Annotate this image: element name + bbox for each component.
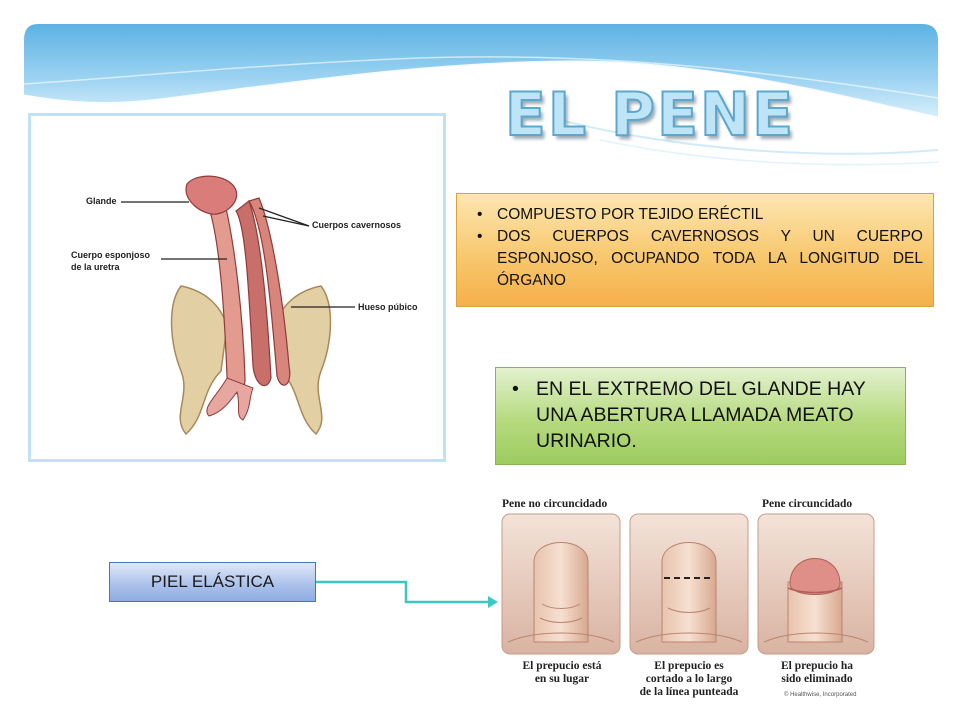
caption-panel-1: El prepucio está en su lugar — [504, 660, 620, 686]
composition-item: DOS CUERPOS CAVERNOSOS Y UN CUERPO ESPON… — [467, 226, 923, 292]
header-wave-banner — [23, 24, 939, 166]
caption-line: en su lugar — [534, 673, 590, 685]
caption-line: El prepucio es — [654, 660, 724, 672]
anatomy-illustration — [121, 175, 355, 436]
elastic-skin-label: PIEL ELÁSTICA — [109, 562, 316, 602]
caption-line: sido eliminado — [781, 673, 853, 685]
composition-item: COMPUESTO POR TEJIDO ERÉCTIL — [467, 204, 923, 226]
label-corpus-spongiosum-line2: de la uretra — [71, 262, 120, 272]
caption-panel-2: El prepucio es cortado a lo largo de la … — [626, 660, 752, 699]
caption-panel-3: El prepucio ha sido eliminado — [760, 660, 874, 686]
circumcision-illustration — [501, 513, 875, 655]
meatus-list: EN EL EXTREMO DEL GLANDE HAY UNA ABERTUR… — [506, 376, 895, 454]
composition-box: COMPUESTO POR TEJIDO ERÉCTIL DOS CUERPOS… — [456, 193, 934, 307]
caption-line: El prepucio está — [522, 660, 602, 672]
heading-circumcised: Pene circuncidado — [762, 498, 853, 510]
meatus-box: EN EL EXTREMO DEL GLANDE HAY UNA ABERTUR… — [495, 367, 906, 465]
caption-line: de la línea punteada — [639, 686, 739, 698]
circumcision-figure: Pene no circuncidado Pene circuncidado E… — [496, 492, 880, 706]
image-credit: © Healthwise, Incorporated — [784, 692, 857, 698]
connector-arrow — [316, 580, 498, 608]
slide-title: EL PENE — [504, 79, 796, 151]
composition-list: COMPUESTO POR TEJIDO ERÉCTIL DOS CUERPOS… — [467, 204, 923, 292]
caption-line: cortado a lo largo — [645, 673, 733, 685]
anatomy-figure: Glande Cuerpos cavernosos Cuerpo esponjo… — [28, 113, 446, 462]
label-corpus-spongiosum-line1: Cuerpo esponjoso — [71, 250, 151, 260]
label-pubic-bone: Hueso púbico — [358, 302, 418, 312]
heading-uncircumcised: Pene no circuncidado — [502, 498, 608, 510]
meatus-item: EN EL EXTREMO DEL GLANDE HAY UNA ABERTUR… — [506, 376, 895, 454]
label-glans: Glande — [86, 196, 117, 206]
caption-line: El prepucio ha — [781, 660, 853, 672]
label-corpora-cavernosa: Cuerpos cavernosos — [312, 220, 402, 230]
